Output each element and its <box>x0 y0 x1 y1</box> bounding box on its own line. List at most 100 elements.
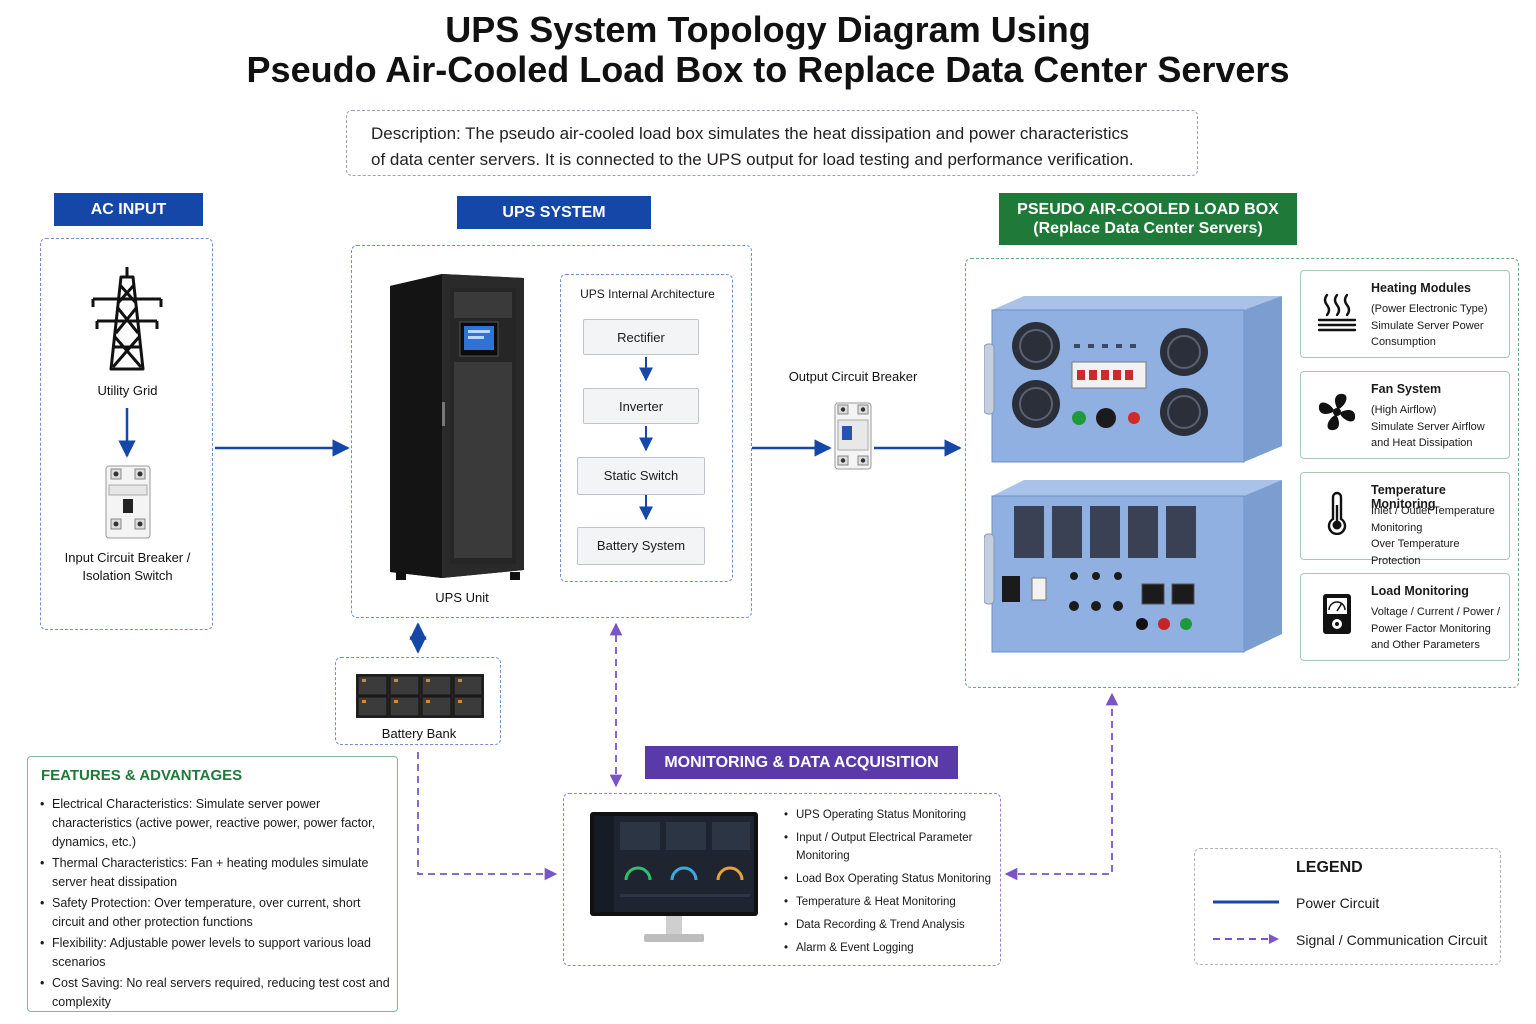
legend-box: LEGEND Power Circuit Signal / Communicat… <box>1194 848 1501 965</box>
feature-text: Simulate server power characteristics (a… <box>52 797 376 849</box>
monitoring-list: UPS Operating Status Monitoring Input / … <box>782 806 994 962</box>
thermometer-icon <box>1327 491 1347 535</box>
spec-desc-temperature-line-1: Inlet / Outlet Temperature <box>1371 505 1495 517</box>
feature-text: No real servers required, reducing test … <box>52 976 390 1009</box>
spec-desc-load-line-1: Voltage / Current / Power / <box>1371 606 1501 618</box>
battery-bank-icon <box>356 674 484 718</box>
title-line-2: Pseudo Air-Cooled Load Box to Replace Da… <box>246 49 1290 90</box>
battery-bank-box: Battery Bank <box>335 657 501 745</box>
monitoring-item: Temperature & Heat Monitoring <box>782 893 994 911</box>
spec-title-heating: Heating Modules <box>1371 281 1472 295</box>
meter-icon <box>1323 594 1351 634</box>
spec-panel-load: Load Monitoring Voltage / Current / Powe… <box>1300 573 1510 661</box>
monitoring-item: Load Box Operating Status Monitoring <box>782 870 994 888</box>
feature-text: Over temperature, over current, short ci… <box>52 896 361 929</box>
spec-desc-load-line-2: Power Factor Monitoring <box>1371 622 1491 635</box>
feature-text: Adjustable power levels to support vario… <box>52 936 371 969</box>
spec-desc-fan-line-1: (High Airflow) <box>1371 404 1437 416</box>
load-box-unit-rear-icon <box>984 480 1282 653</box>
feature-item: Flexibility: Adjustable power levels to … <box>28 934 394 972</box>
load-box-header-line-2: (Replace Data Center Servers) <box>1033 220 1263 237</box>
arch-item-static-switch: Static Switch <box>577 457 705 495</box>
battery-bank-label: Battery Bank <box>381 726 457 741</box>
utility-grid-label: Utility Grid <box>97 383 158 398</box>
ac-input-header: AC INPUT <box>54 193 203 226</box>
input-breaker-label-line-1: Input Circuit Breaker / <box>64 550 191 565</box>
monitoring-item: Alarm & Event Logging <box>782 939 994 957</box>
monitoring-item: UPS Operating Status Monitoring <box>782 806 994 824</box>
load-box-container <box>965 258 1519 688</box>
load-box-header: PSEUDO AIR-COOLED LOAD BOX (Replace Data… <box>999 193 1297 245</box>
load-box-unit-front-icon <box>984 296 1282 463</box>
ups-architecture-title: UPS Internal Architecture <box>580 287 715 301</box>
spec-panel-fan: Fan System (High Airflow) Simulate Serve… <box>1300 371 1510 459</box>
monitoring-box: UPS Operating Status Monitoring Input / … <box>563 793 1001 966</box>
spec-panel-heating: Heating Modules (Power Electronic Type) … <box>1300 270 1510 358</box>
feature-label: Electrical Characteristics: <box>52 797 193 811</box>
feature-label: Thermal Characteristics: <box>52 856 188 870</box>
monitoring-header: MONITORING & DATA ACQUISITION <box>645 746 958 779</box>
load-box-header-line-1: PSEUDO AIR-COOLED LOAD BOX <box>1017 201 1279 218</box>
feature-item: Cost Saving: No real servers required, r… <box>28 974 394 1012</box>
feature-item: Thermal Characteristics: Fan + heating m… <box>28 854 394 892</box>
spec-title-temperature: Temperature Monitoring <box>1371 483 1446 511</box>
monitoring-item: Input / Output Electrical Parameter Moni… <box>782 829 994 865</box>
ups-system-header: UPS SYSTEM <box>457 196 651 229</box>
monitor-screen-icon <box>590 812 758 942</box>
ups-unit-label: UPS Unit <box>435 590 489 605</box>
legend-signal-line-icon <box>1213 934 1279 944</box>
arch-item-rectifier: Rectifier <box>583 319 699 355</box>
spec-desc-heating-line-3: Consumption <box>1371 336 1436 348</box>
ac-input-box: Utility Grid Input Circuit Breaker / Iso… <box>40 238 213 630</box>
spec-desc-fan-line-2: Simulate Server Airflow <box>1371 420 1485 433</box>
signal-line-battery-monitor <box>417 752 558 881</box>
spec-desc-load-line-3: and Other Parameters <box>1371 639 1480 651</box>
features-box: FEATURES & ADVANTAGES Electrical Charact… <box>27 756 398 1012</box>
ups-architecture-box: UPS Internal Architecture Rectifier Inve… <box>560 274 733 582</box>
spec-panel-temperature: Temperature Monitoring Inlet / Outlet Te… <box>1300 472 1510 567</box>
description-box: Description: The pseudo air-cooled load … <box>346 110 1198 176</box>
input-breaker-icon <box>105 465 151 539</box>
description-line-2: of data center servers. It is connected … <box>371 150 1134 169</box>
spec-title-load: Load Monitoring <box>1371 584 1469 598</box>
page-title: UPS System Topology Diagram Using Pseudo… <box>0 10 1536 90</box>
legend-title: LEGEND <box>1296 859 1363 876</box>
input-breaker-label-line-2: Isolation Switch <box>82 568 173 583</box>
legend-power-line-icon <box>1213 900 1279 904</box>
ups-system-box: UPS Unit UPS Internal Architecture Recti… <box>351 245 752 618</box>
spec-desc-temperature-line-2: Monitoring <box>1371 521 1423 534</box>
feature-label: Flexibility: <box>52 936 107 950</box>
output-breaker-icon <box>834 402 872 470</box>
features-header: FEATURES & ADVANTAGES <box>41 767 243 784</box>
transmission-tower-icon <box>91 267 163 371</box>
spec-desc-fan-line-3: and Heat Dissipation <box>1371 437 1473 449</box>
description-line-1: Description: The pseudo air-cooled load … <box>371 124 1129 143</box>
feature-label: Cost Saving: <box>52 976 123 990</box>
legend-signal-label: Signal / Communication Circuit <box>1296 932 1488 948</box>
spec-title-fan: Fan System <box>1371 382 1442 396</box>
output-breaker-label: Output Circuit Breaker <box>788 369 918 384</box>
feature-item: Safety Protection: Over temperature, ove… <box>28 894 394 932</box>
legend-power-label: Power Circuit <box>1296 895 1380 911</box>
feature-item: Electrical Characteristics: Simulate ser… <box>28 795 394 852</box>
arch-item-inverter: Inverter <box>583 388 699 424</box>
spec-desc-temperature: Inlet / Outlet Temperature Monitoring Ov… <box>1371 503 1509 569</box>
monitoring-item: Data Recording & Trend Analysis <box>782 916 994 934</box>
signal-line-loadbox-monitor <box>1004 692 1119 881</box>
ups-cabinet-icon <box>390 274 524 580</box>
heat-icon <box>1317 293 1357 332</box>
spec-desc-load: Voltage / Current / Power / Power Factor… <box>1371 604 1509 654</box>
title-line-1: UPS System Topology Diagram Using <box>445 9 1091 50</box>
spec-desc-temperature-line-3: Over Temperature Protection <box>1371 538 1460 567</box>
fan-icon <box>1318 393 1356 431</box>
spec-desc-fan: (High Airflow) Simulate Server Airflow a… <box>1371 402 1509 452</box>
feature-text: Fan + heating modules simulate server he… <box>52 856 369 889</box>
spec-desc-heating: (Power Electronic Type) Simulate Server … <box>1371 301 1509 351</box>
input-breaker-label: Input Circuit Breaker / Isolation Switch <box>41 549 214 585</box>
spec-desc-heating-line-1: (Power Electronic Type) <box>1371 303 1488 315</box>
spec-desc-heating-line-2: Simulate Server Power <box>1371 319 1484 332</box>
features-list: Electrical Characteristics: Simulate ser… <box>28 795 394 1014</box>
feature-label: Safety Protection: <box>52 896 151 910</box>
arch-item-battery-system: Battery System <box>577 527 705 565</box>
